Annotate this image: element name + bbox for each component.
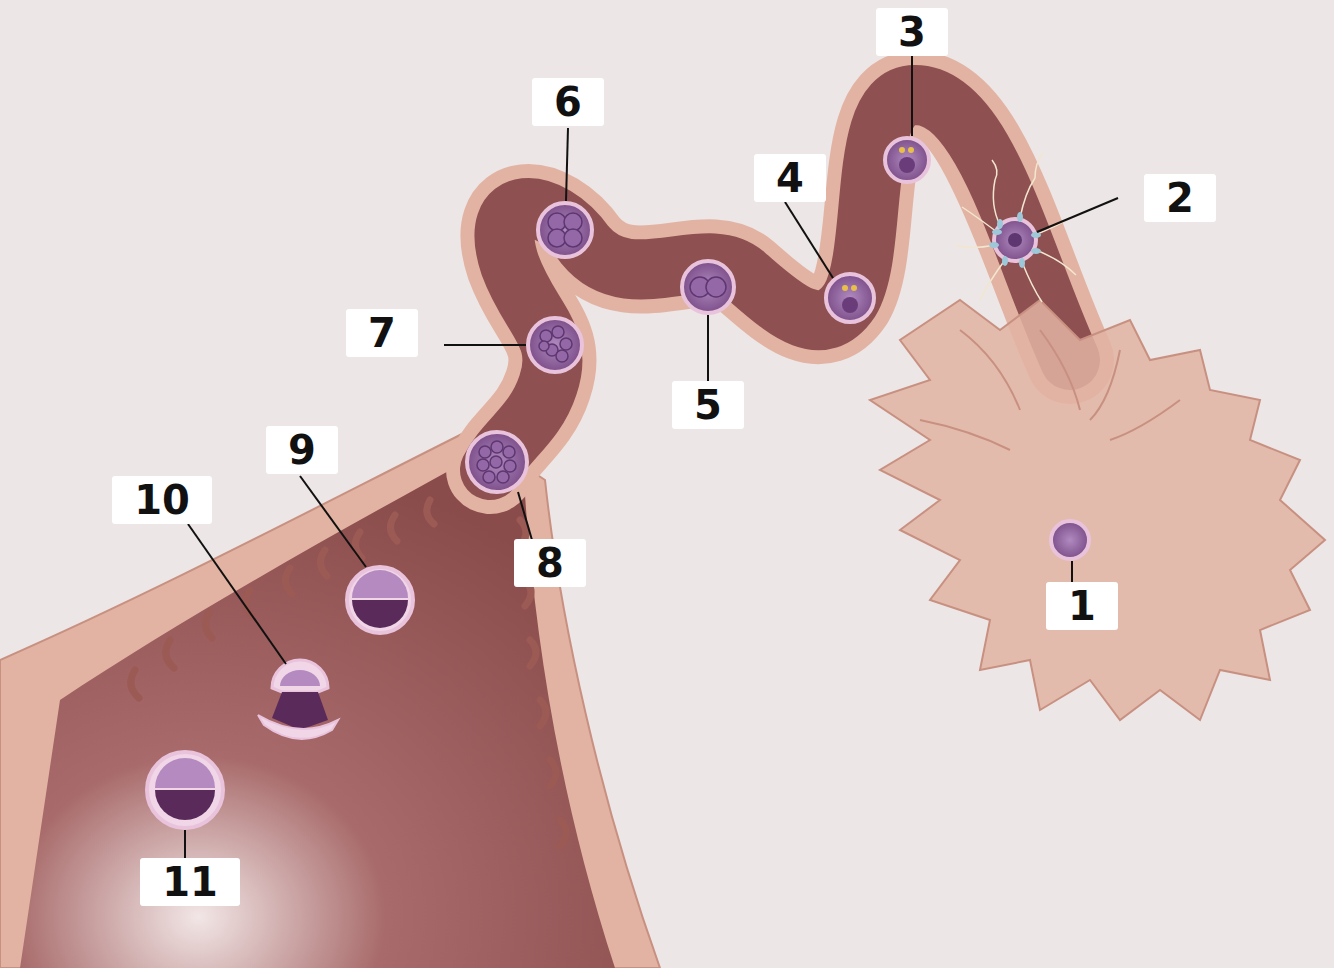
callout-number: 5 bbox=[672, 381, 744, 429]
callout-number: 7 bbox=[346, 309, 418, 357]
callout-number: 4 bbox=[754, 154, 826, 202]
callout-number: 9 bbox=[266, 426, 338, 474]
callout-number: 1 bbox=[1046, 582, 1118, 630]
callout-number: 8 bbox=[514, 539, 586, 587]
callout-number: 11 bbox=[140, 858, 240, 906]
callout-number: 3 bbox=[876, 8, 948, 56]
callout-number: 2 bbox=[1144, 174, 1216, 222]
callout-number: 10 bbox=[112, 476, 212, 524]
callout-number: 6 bbox=[532, 78, 604, 126]
leader-lines bbox=[185, 54, 1118, 858]
